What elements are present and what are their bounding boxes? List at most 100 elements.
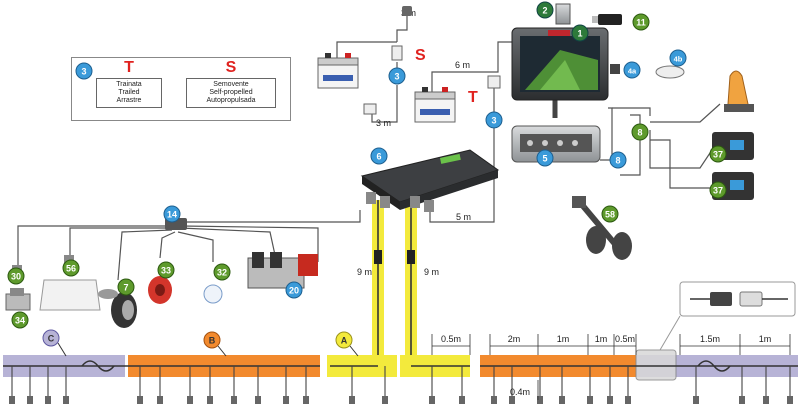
badge-37-a: 37 [709,145,727,163]
svg-text:B: B [209,336,216,346]
cable-switch-2 [650,139,712,189]
battery-t-icon [414,87,456,123]
cable-display-keypad [600,107,613,161]
legend-badge-text: 3 [81,67,86,77]
svg-text:37: 37 [713,150,723,160]
fuse-t-icon [487,75,501,89]
harness-a-vertical [372,200,417,368]
svg-text:14: 14 [167,210,177,220]
sensor-33-icon [148,276,172,304]
svg-text:1: 1 [577,29,582,39]
keypad-icon [511,125,601,163]
legend-trailed-line-2: Trailed [118,89,140,96]
svg-text:4a: 4a [628,67,637,76]
cable-t-6m [431,41,512,92]
badge-8-b: 8 [609,151,627,169]
ecu-icon [360,149,500,212]
dim-05m-b: 0.5m [615,334,635,344]
svg-text:A: A [341,336,348,346]
dim-05m-a: 0.5m [441,334,461,344]
dim-04m: 0.4m [510,387,530,397]
label-s-3m-bottom: 3 m [376,118,391,128]
marker-s: S [415,47,426,64]
badge-2: 2 [536,1,554,19]
badge-7: 7 [117,278,135,296]
cable-switch-1 [649,130,713,169]
harness-plugs [9,396,793,404]
plug-s-icon [363,103,377,115]
section-c-badge: C [42,329,67,357]
antenna-icon [610,64,620,74]
battery-s-icon [317,53,359,89]
badge-6: 6 [370,147,388,165]
usb-stick-icon [592,14,622,25]
legend-trailed-line-1: Trainata [116,81,142,88]
badge-4b: 4b [669,49,687,67]
sensor-7-icon [98,289,118,299]
svg-text:7: 7 [123,283,128,293]
sensor-32-icon [203,284,223,304]
plug-top-icon [402,6,412,16]
badge-30: 30 [7,267,25,285]
badge-20: 20 [285,281,303,299]
cable-hub-ecu [175,210,361,223]
legend-sp-line-3: Autopropulsada [206,97,256,104]
cable-to-joystick [612,107,651,116]
tank-icon [39,279,101,311]
cables [17,12,721,281]
badge-58: 58 [601,205,619,223]
badge-3-s: 3 [388,67,406,85]
valve-block-icon [247,252,318,289]
legend-sp-line-1: Semovente [213,81,249,88]
badge-5: 5 [536,149,554,167]
dim-1m-b: 1m [595,334,608,344]
svg-text:8: 8 [637,128,642,138]
svg-text:2: 2 [542,6,547,16]
sensor-34-icon [5,288,31,311]
badge-4a: 4a [623,61,641,79]
legend-sp-letter: S [225,59,237,76]
dim-15m: 1.5m [700,334,720,344]
badge-11: 11 [632,13,650,31]
badge-34: 34 [11,311,29,329]
svg-text:33: 33 [161,266,171,276]
legend-trailed-line-3: Arrastre [116,97,142,104]
label-yellow-left-9m: 9 m [357,267,372,277]
suction-mount-icon [572,196,632,260]
dimension-lines [431,334,791,400]
cable-sensor30 [17,225,172,265]
dim-2m: 2m [508,334,521,344]
svg-text:8: 8 [615,156,620,166]
svg-text:20: 20 [289,286,299,296]
badge-37-b: 37 [709,181,727,199]
cable-s-battery [336,41,397,58]
dim-1m-a: 1m [557,334,570,344]
legend-self-propelled: S Semovente Self-propelled Autopropulsad… [186,59,276,108]
svg-text:3: 3 [394,72,399,82]
antenna-cap-icon [655,65,685,79]
badge-32: 32 [213,263,231,281]
badge-14: 14 [163,205,181,223]
joystick-icon [724,70,754,112]
wheel-sensor-icon [111,292,137,328]
svg-text:6: 6 [376,152,381,162]
svg-text:58: 58 [605,210,615,220]
legend-sp-line-2: Self-propelled [209,89,253,96]
bracket-icon [555,3,571,25]
legend-box: 3 T Trainata Trailed Arrastre S Semovent… [71,57,291,121]
section-b-badge: B [203,331,227,357]
badge-8-a: 8 [631,123,649,141]
cable-s-bottom [371,85,398,123]
marker-t: T [468,89,478,106]
svg-text:30: 30 [11,272,21,282]
display-terminal-icon [511,27,609,101]
harness-bands [3,349,798,381]
svg-text:32: 32 [217,268,227,278]
fuse-s-icon [391,45,403,61]
harness-drops [11,366,791,398]
svg-text:37: 37 [713,186,723,196]
svg-text:C: C [48,334,55,344]
legend-trailed-letter: T [124,59,134,76]
label-ecu-5m: 5 m [456,212,471,222]
